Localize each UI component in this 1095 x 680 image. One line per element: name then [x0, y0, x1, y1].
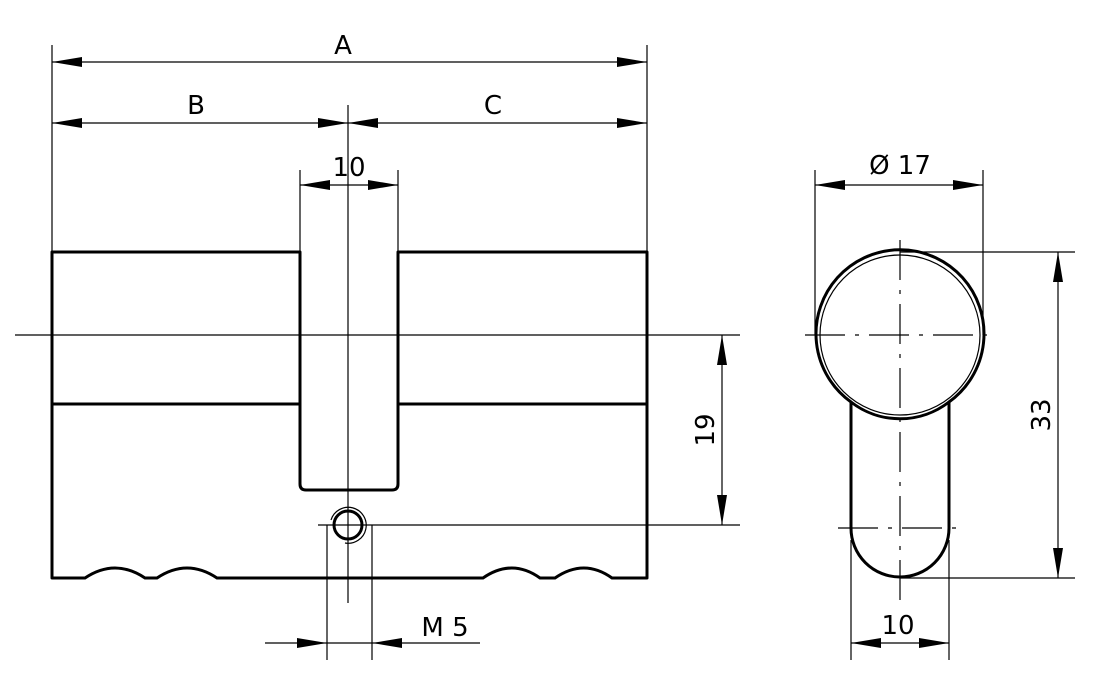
dim-label-cam-width: 10 [332, 153, 365, 183]
dim-label-diameter: Ø 17 [869, 151, 931, 181]
dim-label-thread: M 5 [421, 613, 468, 643]
side-view: A B C 10 19 M 5 [15, 31, 740, 660]
dim-label-a: A [334, 31, 352, 61]
dim-label-height: 33 [1027, 398, 1057, 431]
dim-label-stem-width: 10 [881, 611, 914, 641]
dim-label-screw-offset: 19 [691, 413, 721, 446]
cylinder-body-outline [50, 250, 649, 580]
front-view: Ø 17 33 10 [805, 151, 1075, 660]
screw-thread-arc [330, 506, 367, 544]
dim-label-c: C [484, 91, 502, 121]
dim-label-b: B [187, 91, 205, 121]
